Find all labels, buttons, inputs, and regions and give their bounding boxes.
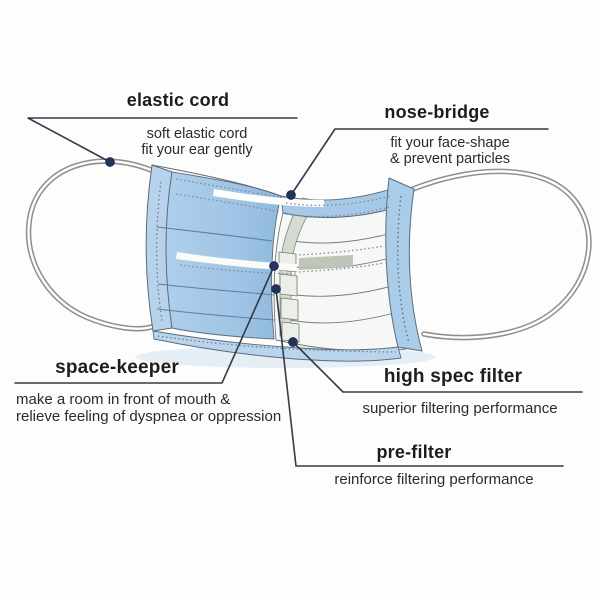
right-band-stitch xyxy=(397,195,410,344)
callout-dot-elastic-cord xyxy=(105,157,115,167)
elastic-cord-desc-line1: soft elastic cord xyxy=(146,126,248,142)
high-spec-filter-desc-line1: superior filtering performance xyxy=(362,400,558,417)
bottom-hem-stitch xyxy=(157,335,397,353)
space-keeper-description: make a room in front of mouth & relieve … xyxy=(16,391,282,425)
pre-filter-label: pre-filter xyxy=(376,442,452,462)
callout-dot-space-keeper xyxy=(269,261,279,271)
callout-line-elastic-cord xyxy=(27,117,298,163)
callout-lines xyxy=(14,117,583,467)
bottom-hem xyxy=(152,330,402,362)
elastic-cord-desc-line2: fit your ear gently xyxy=(141,142,253,158)
right-ear-loop-cord xyxy=(410,168,592,341)
callout-line-nose-bridge xyxy=(290,128,549,196)
filter-stitch-dots xyxy=(298,245,385,273)
elastic-cord-description: soft elastic cord fit your ear gently xyxy=(141,126,252,158)
pleat-lines xyxy=(156,226,276,321)
pleat-stitch-row xyxy=(179,264,298,275)
high-spec-filter-label: high spec filter xyxy=(383,366,523,387)
pre-filter-description: reinforce filtering performance xyxy=(334,471,534,489)
callout-line-pre-filter xyxy=(275,288,564,467)
left-ear-loop-cord xyxy=(25,158,154,332)
elastic-cord-label: elastic cord xyxy=(126,90,230,110)
space-keeper-label: space-keeper xyxy=(55,357,179,378)
pre-filter-desc-line1: reinforce filtering performance xyxy=(334,471,534,488)
callout-dot-high-spec-filter xyxy=(288,337,298,347)
callout-dot-pre-filter xyxy=(271,284,281,294)
space-keeper-desc-line1: make a room in front of mouth & xyxy=(16,391,231,408)
callout-line-high-spec-filter xyxy=(292,341,583,393)
top-hem-stitch-rows xyxy=(175,178,391,218)
filter-stitch-strip xyxy=(299,255,353,270)
pleat-highlight-strip xyxy=(176,252,297,271)
high-spec-filter-description: superior filtering performance xyxy=(362,400,558,418)
nose-bridge-description: fit your face-shape & prevent particles xyxy=(390,135,510,167)
callout-dots xyxy=(105,157,298,347)
callout-line-space-keeper xyxy=(14,265,275,384)
mask-body xyxy=(145,164,423,362)
nose-bridge-desc-line1: fit your face-shape xyxy=(390,135,510,151)
nose-bridge-desc-line2: & prevent particles xyxy=(389,151,511,167)
callout-dot-nose-bridge xyxy=(286,190,296,200)
mask-top-edge xyxy=(151,164,282,197)
nose-wire-strip xyxy=(213,189,324,207)
mask-right-edge-band xyxy=(385,177,423,352)
nose-bridge-label: nose-bridge xyxy=(384,102,490,122)
space-keeper-desc-line2: relieve feeling of dyspnea or oppression xyxy=(16,407,282,425)
